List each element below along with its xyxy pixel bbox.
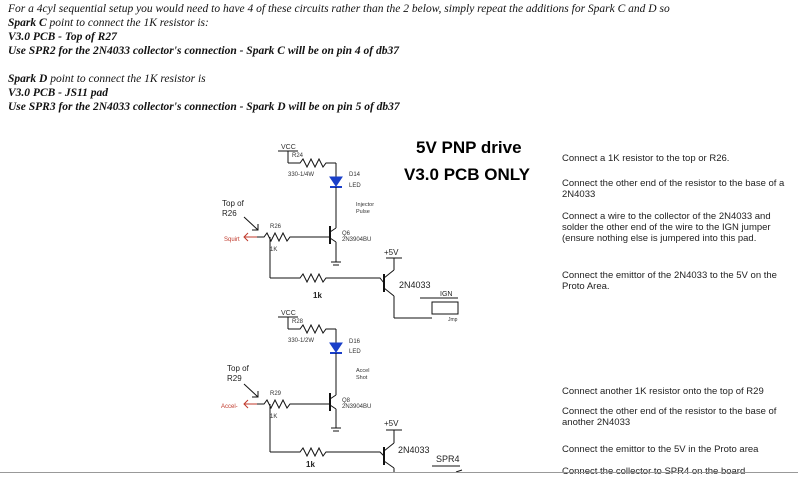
note-bottom-2: Connect the other end of the resistor to… (562, 406, 777, 428)
svg-text:D16: D16 (349, 339, 361, 345)
heading-subtitle: V3.0 PCB ONLY (404, 165, 530, 184)
intro-text: For a 4cyl sequential setup you would ne… (8, 2, 788, 114)
svg-text:Q8: Q8 (342, 398, 351, 404)
spark-c-line: Spark C point to connect the 1K resistor… (8, 16, 788, 30)
svg-text:Jmp: Jmp (448, 317, 458, 323)
svg-text:1k: 1k (306, 460, 315, 469)
svg-text:Pulse: Pulse (356, 209, 370, 215)
svg-text:330-1/4W: 330-1/4W (288, 172, 314, 178)
note-top-2: Connect the other end of the resistor to… (562, 178, 785, 200)
svg-text:VCC: VCC (281, 310, 296, 317)
svg-text:1K: 1K (270, 247, 277, 253)
svg-text:1K: 1K (270, 414, 277, 420)
svg-text:+5V: +5V (384, 419, 399, 428)
note-bottom-3: Connect the emittor to the 5V in the Pro… (562, 444, 759, 455)
svg-text:Squirt: Squirt (224, 237, 240, 243)
svg-text:D14: D14 (349, 172, 361, 178)
svg-text:R28: R28 (292, 319, 304, 325)
svg-text:R29: R29 (270, 391, 282, 397)
svg-text:SPR4: SPR4 (436, 454, 460, 464)
spark-d-pcb: V3.0 PCB - JS11 pad (8, 87, 109, 99)
svg-text:R26: R26 (270, 224, 282, 230)
svg-text:2N3904BU: 2N3904BU (342, 237, 371, 243)
spark-d-line: Spark D point to connect the 1K resistor… (8, 72, 788, 86)
svg-text:Q6: Q6 (342, 231, 351, 237)
svg-text:R29: R29 (227, 374, 242, 383)
spark-c-rest: point to connect the 1K resistor is: (46, 17, 209, 29)
spark-d-label: Spark D (8, 73, 48, 85)
heading-title: 5V PNP drive (416, 138, 522, 157)
circuit-bottom (243, 316, 463, 473)
svg-text:R24: R24 (292, 153, 304, 159)
svg-text:2N3904BU: 2N3904BU (342, 404, 371, 410)
svg-text:Accel: Accel (356, 368, 369, 374)
svg-text:Shot: Shot (356, 375, 368, 381)
note-bottom-1: Connect another 1K resistor onto the top… (562, 386, 764, 397)
svg-text:Accel-: Accel- (221, 404, 238, 410)
svg-text:Top of: Top of (222, 199, 245, 208)
svg-text:330-1/2W: 330-1/2W (288, 338, 314, 344)
note-top-4: Connect the emittor of the 2N4033 to the… (562, 270, 777, 292)
svg-text:2N4033: 2N4033 (398, 445, 430, 455)
note-top-3: Connect a wire to the collector of the 2… (562, 211, 771, 244)
spark-d-rest: point to connect the 1K resistor is (47, 73, 206, 85)
svg-text:+5V: +5V (384, 248, 399, 257)
spark-d-use: Use SPR3 for the 2N4033 collector's conn… (8, 101, 400, 113)
svg-text:R26: R26 (222, 209, 237, 218)
svg-text:1k: 1k (313, 291, 322, 300)
intro-line: For a 4cyl sequential setup you would ne… (8, 3, 670, 15)
spark-c-label: Spark C (8, 17, 47, 29)
note-top-1: Connect a 1K resistor to the top or R26. (562, 153, 730, 164)
page-divider (0, 472, 798, 473)
vcc-label-top: VCC (281, 144, 296, 151)
svg-text:IGN: IGN (440, 291, 452, 298)
spark-c-use: Use SPR2 for the 2N4033 collector's conn… (8, 45, 400, 57)
spark-c-pcb: V3.0 PCB - Top of R27 (8, 31, 117, 43)
svg-text:LED: LED (349, 183, 361, 189)
svg-text:Injector: Injector (356, 202, 374, 208)
svg-text:LED: LED (349, 349, 361, 355)
note-bottom-4: Connect the collector to SPR4 on the boa… (562, 466, 790, 477)
svg-text:Top of: Top of (227, 364, 250, 373)
svg-text:2N4033: 2N4033 (399, 280, 431, 290)
circuit-top (243, 150, 459, 319)
